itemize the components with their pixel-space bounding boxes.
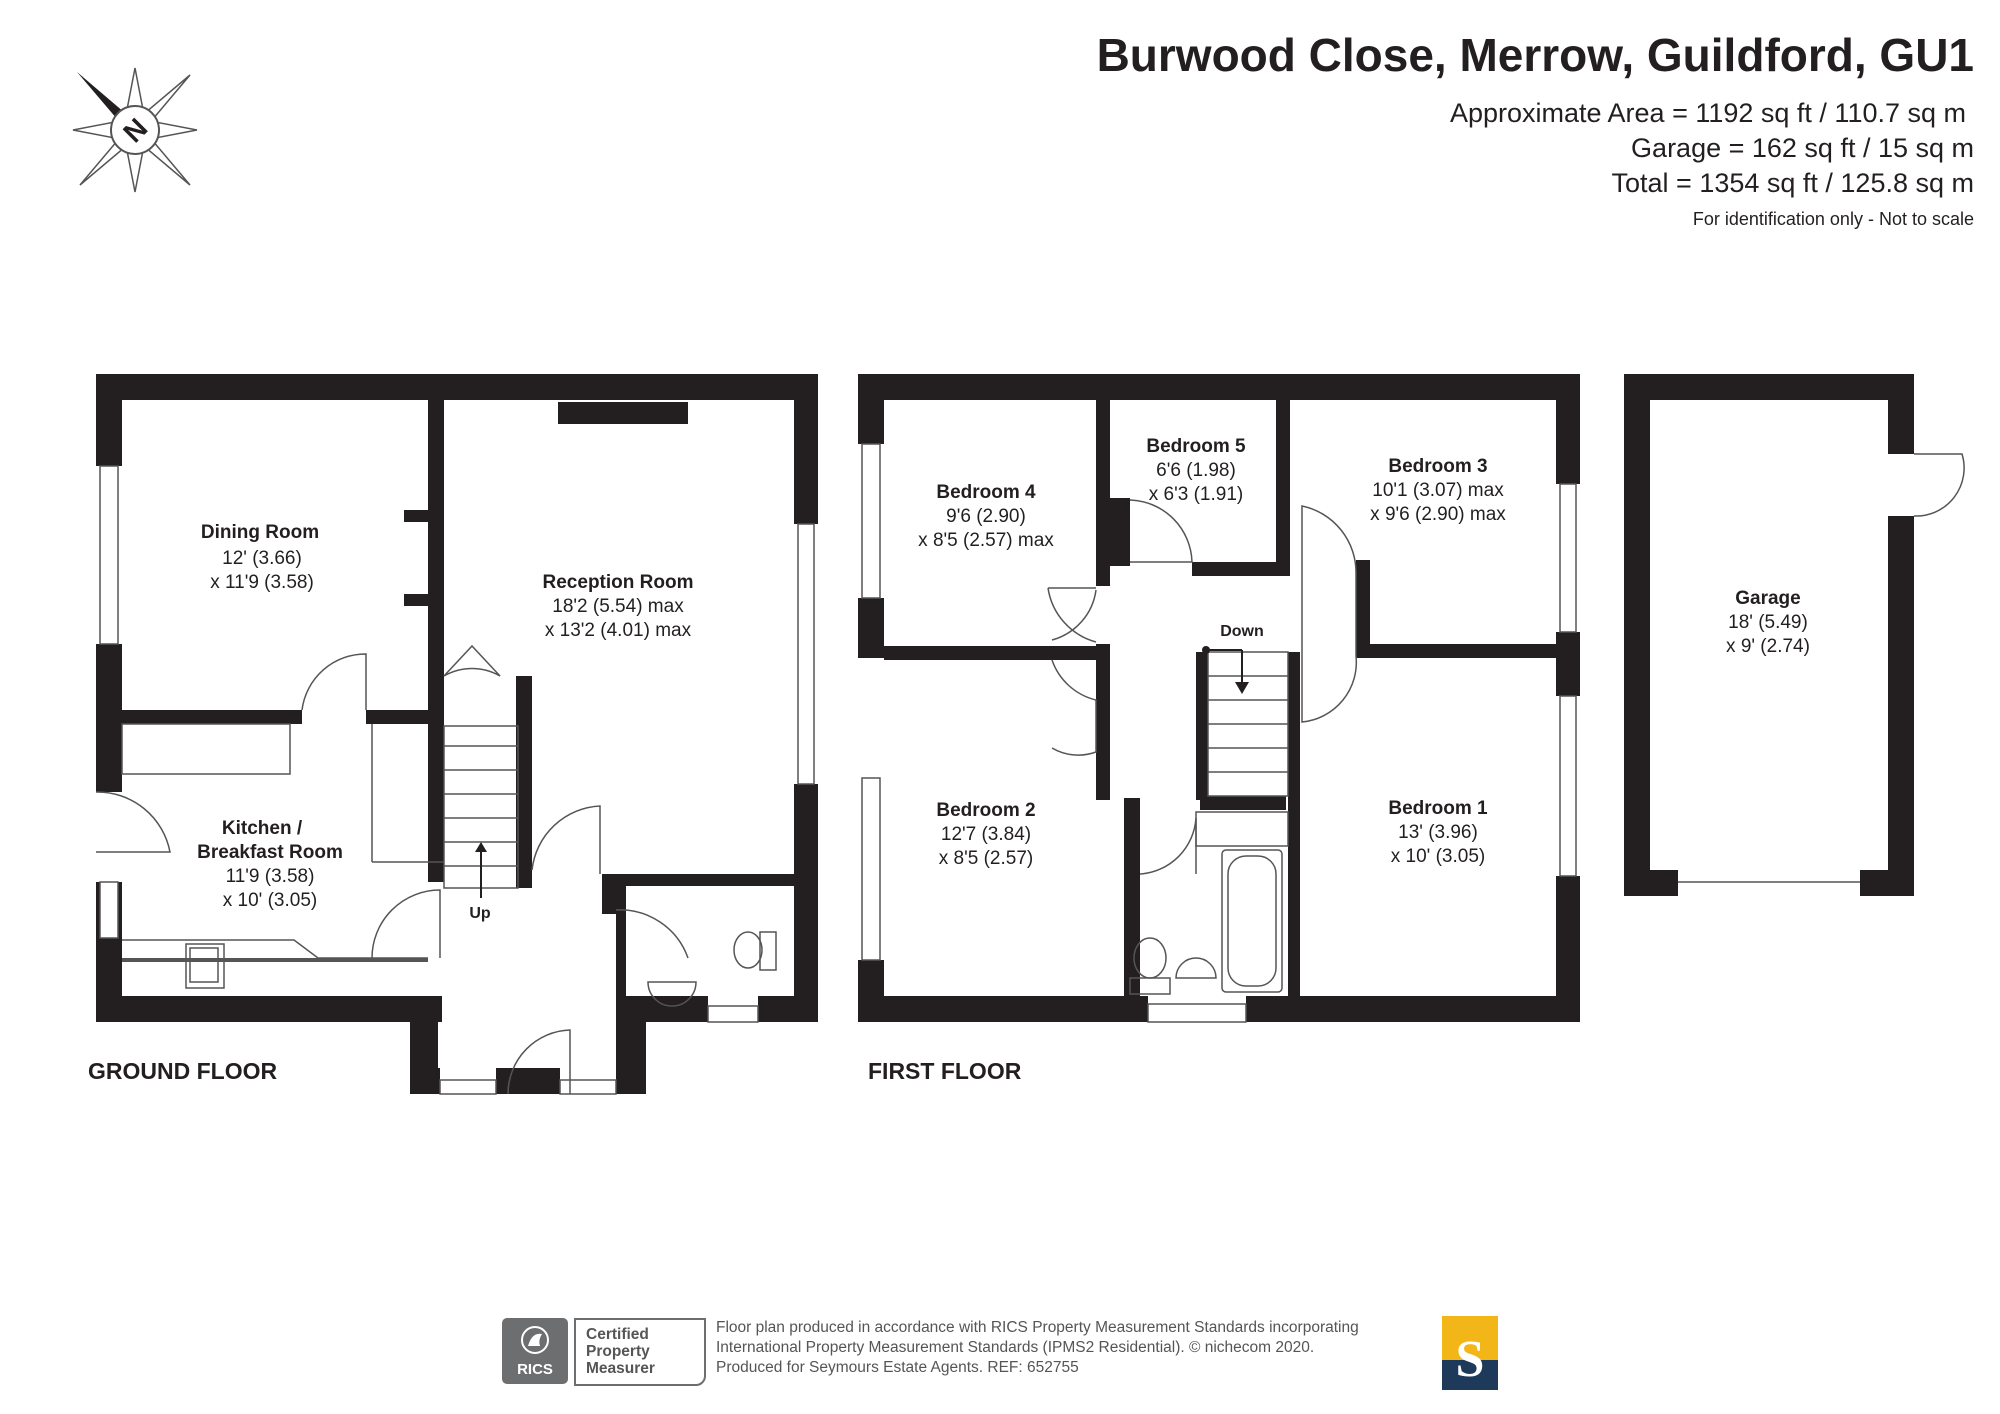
room-name-bedroom-4: Bedroom 4 [936, 482, 1036, 503]
rics-certified-badge: RICS Certified Property Measurer [502, 1318, 706, 1386]
room-dims: x 11'9 (3.58) [210, 572, 314, 593]
badge-line: Certified [586, 1326, 649, 1343]
rics-logo-icon: RICS [502, 1318, 568, 1384]
room-dims: x 13'2 (4.01) max [545, 620, 692, 641]
compass-north-icon: N [72, 67, 198, 193]
room-dims: 12' (3.66) [222, 548, 302, 569]
first-floor-label: FIRST FLOOR [868, 1058, 1022, 1084]
footer-line: Produced for Seymours Estate Agents. REF… [716, 1359, 1079, 1376]
room-dims: 9'6 (2.90) [946, 506, 1026, 527]
stair-up-arrow-icon [475, 842, 487, 898]
room-name-garage: Garage [1735, 588, 1800, 609]
room-dims: 18'2 (5.54) max [552, 596, 684, 617]
room-name-bedroom-2: Bedroom 2 [936, 800, 1035, 821]
footer-disclaimer: Floor plan produced in accordance with R… [716, 1318, 1359, 1378]
room-dims: x 8'5 (2.57) [939, 848, 1033, 869]
stair-down-label: Down [1220, 623, 1264, 640]
room-name-bedroom-1: Bedroom 1 [1388, 798, 1488, 819]
room-name-bedroom-3: Bedroom 3 [1388, 456, 1487, 477]
garage-area: Garage = 162 sq ft / 15 sq m [1631, 133, 1974, 163]
room-dims: 13' (3.96) [1398, 822, 1478, 843]
first-floor-fixtures [861, 443, 1577, 1023]
lion-emblem-icon [521, 1326, 549, 1354]
agent-logo-letter: S [1456, 1331, 1485, 1388]
agent-logo-icon: S [1442, 1316, 1498, 1390]
room-dims: x 8'5 (2.57) max [918, 530, 1054, 551]
room-dims: 12'7 (3.84) [941, 824, 1031, 845]
seymours-logo: S [1442, 1316, 1498, 1390]
ground-floor-label: GROUND FLOOR [88, 1058, 278, 1084]
room-name-dining-room: Dining Room [201, 522, 319, 543]
ground-floor-plan [96, 374, 818, 1094]
room-dims: 18' (5.49) [1728, 612, 1808, 633]
room-dims: x 10' (3.05) [223, 890, 317, 911]
room-dims: x 10' (3.05) [1391, 846, 1485, 867]
footer-line: Floor plan produced in accordance with R… [716, 1319, 1359, 1336]
plan-title: Burwood Close, Merrow, Guildford, GU1 [1096, 29, 1974, 81]
footer-line: International Property Measurement Stand… [716, 1339, 1315, 1356]
room-dims: 11'9 (3.58) [226, 866, 315, 887]
room-name-bedroom-5: Bedroom 5 [1146, 436, 1246, 457]
room-name-kitchen: Kitchen / [222, 818, 303, 839]
room-dims: 6'6 (1.98) [1156, 460, 1236, 481]
approximate-area: Approximate Area = 1192 sq ft / 110.7 sq… [1449, 98, 1966, 128]
stair-down-arrow-icon [1202, 646, 1249, 694]
identification-note: For identification only - Not to scale [1692, 209, 1974, 229]
garage-fixtures [1678, 453, 1965, 883]
room-dims: x 9'6 (2.90) max [1370, 504, 1506, 525]
badge-line: Property [586, 1343, 650, 1360]
total-area: Total = 1354 sq ft / 125.8 sq m [1611, 168, 1974, 198]
room-dims: x 6'3 (1.91) [1149, 484, 1243, 505]
certified-measurer-box: Certified Property Measurer [574, 1318, 706, 1386]
room-dims: 10'1 (3.07) max [1372, 480, 1504, 501]
room-dims: x 9' (2.74) [1726, 636, 1810, 657]
garage-plan [1624, 374, 1914, 896]
badge-line: Measurer [586, 1360, 655, 1377]
stair-up-label: Up [469, 905, 491, 922]
first-floor-plan [858, 374, 1580, 1022]
room-name-reception-room: Reception Room [543, 572, 694, 593]
rics-logo-text: RICS [517, 1361, 553, 1378]
room-name-breakfast-room: Breakfast Room [197, 842, 343, 863]
